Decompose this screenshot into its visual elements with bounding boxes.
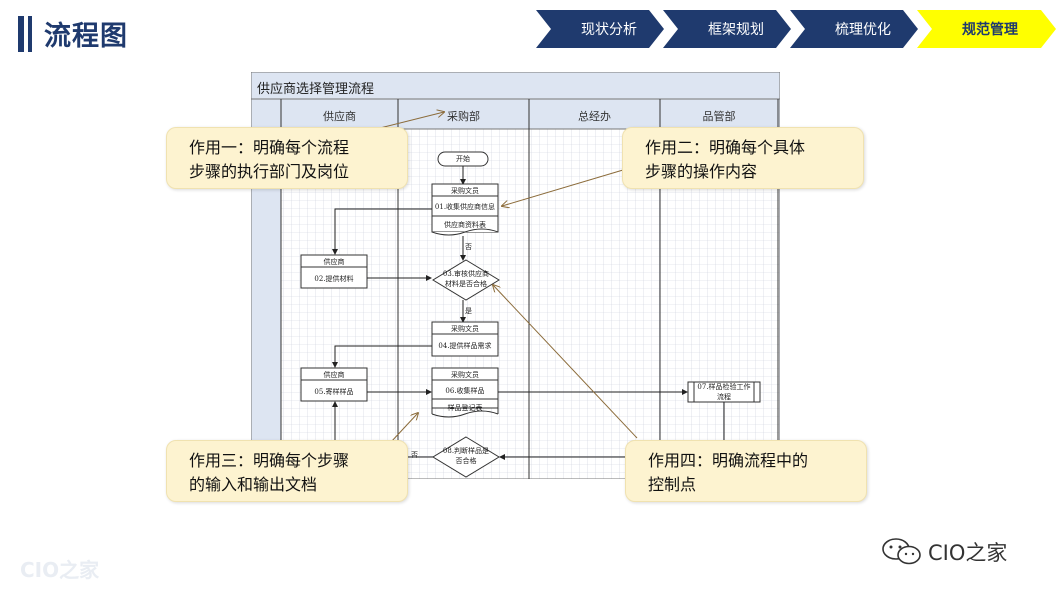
decision-08-line2: 否合格: [455, 457, 477, 465]
nav-step-2-shape: [663, 10, 791, 48]
callout-io-documents: 作用三：明确每个步骤 的输入和输出文档: [166, 440, 408, 502]
node-05: [300, 367, 368, 402]
callout-control-points: 作用四：明确流程中的 控制点: [625, 440, 867, 502]
node-05-label: 05.寄样样品: [314, 388, 354, 396]
nav-step-3-shape: [790, 10, 918, 48]
node-02: [300, 254, 368, 289]
nav-step-1-shape: [536, 10, 664, 48]
callout-4-line2: 控制点: [648, 475, 697, 494]
decision-03: [432, 259, 500, 301]
pointer-1: [375, 112, 444, 130]
node-06: [431, 367, 499, 409]
node-01: [431, 183, 499, 233]
lane-header-supplier: 供应商: [323, 110, 356, 123]
node-06-label: 06.收集样品: [445, 387, 485, 395]
callout-operation-content: 作用二：明确每个具体 步骤的操作内容: [622, 127, 864, 189]
nav-chevrons: [536, 10, 1056, 48]
nav-step-3[interactable]: 梳理优化: [835, 22, 891, 38]
flow-title-band: [250, 71, 781, 100]
nav-step-4-shape: [917, 10, 1056, 48]
pointer-2: [502, 169, 624, 206]
node-01-label: 01.收集供应商信息: [434, 203, 496, 211]
brand-logo-text: CIO之家: [928, 541, 1008, 565]
node-07-line2: 流程: [717, 393, 731, 401]
watermark: CIO之家: [20, 558, 100, 582]
decision-03-line1: 03.审核供应商: [442, 270, 490, 278]
decision-08-line1: 08.判断样品是: [442, 447, 490, 455]
title-accent-bar-secondary: [28, 16, 32, 52]
lane-header-gm-office: 总经办: [578, 110, 611, 123]
node-02-label: 02.提供材料: [314, 275, 354, 283]
branch-no-2: 否: [411, 451, 418, 459]
nav-step-1[interactable]: 现状分析: [581, 22, 637, 38]
node-01-role: 采购文员: [451, 187, 479, 195]
node-06-role: 采购文员: [451, 371, 479, 379]
node-04-role: 采购文员: [451, 325, 479, 333]
decision-08: [432, 436, 500, 478]
node-06-doc: 样品登记表: [447, 404, 483, 412]
node-05-role: 供应商: [323, 371, 345, 379]
process-stage-nav: 现状分析 框架规划 梳理优化 规范管理: [536, 10, 1058, 48]
callout-3-line1: 作用三：明确每个步骤: [189, 451, 350, 470]
flowchart-title: 供应商选择管理流程: [257, 82, 375, 97]
callout-1-line1: 作用一：明确每个流程: [189, 138, 350, 157]
nav-step-2[interactable]: 框架规划: [708, 22, 764, 38]
lane-header-purchasing: 采购部: [447, 110, 480, 123]
lane-header-quality: 品管部: [702, 110, 736, 123]
callout-3-line2: 的输入和输出文档: [189, 475, 318, 494]
node-02-role: 供应商: [323, 258, 345, 266]
pointer-4: [493, 285, 638, 439]
title-accent-bar: [18, 16, 24, 52]
node-01-doc: 供应商资料表: [444, 221, 486, 229]
node-04-label: 04.提供样品需求: [438, 342, 492, 350]
node-04: [431, 321, 499, 357]
node-07-line1: 07.样品检验工作: [697, 383, 751, 391]
callout-2-line1: 作用二：明确每个具体: [645, 138, 806, 157]
branch-yes-1: 是: [465, 307, 472, 315]
callout-1-line2: 步骤的执行部门及岗位: [189, 162, 350, 181]
pointer-3: [390, 413, 418, 443]
nav-step-4[interactable]: 规范管理: [962, 22, 1018, 38]
start-label: 开始: [456, 155, 470, 163]
callout-2-line2: 步骤的操作内容: [645, 162, 758, 181]
wechat-icon: [882, 538, 921, 565]
branch-no-1: 否: [465, 243, 472, 251]
lane-header-band: [250, 98, 781, 130]
callout-role-definition: 作用一：明确每个流程 步骤的执行部门及岗位: [166, 127, 408, 189]
page-title: 流程图: [44, 21, 128, 52]
decision-03-line2: 材料是否合格: [445, 280, 487, 288]
callout-4-line1: 作用四：明确流程中的: [648, 451, 809, 470]
